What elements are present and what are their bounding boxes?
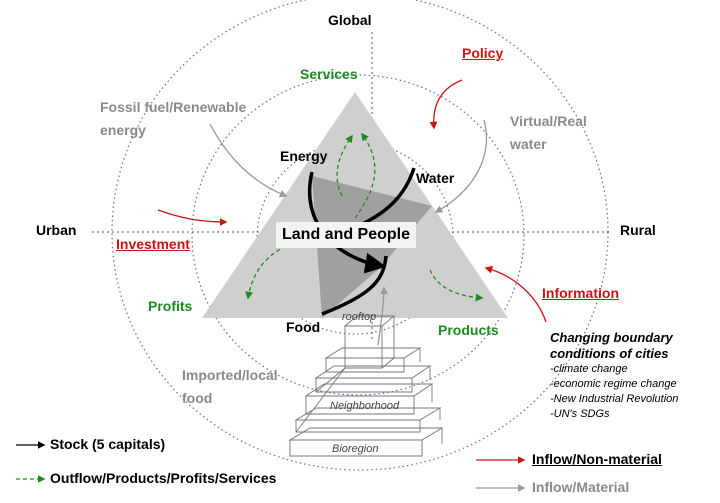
scale-stack bbox=[288, 315, 444, 457]
boundary-item: -UN's SDGs bbox=[550, 408, 610, 420]
center-label: Land and People bbox=[276, 222, 417, 248]
boundary-conditions-block: Changing boundary conditions of cities -… bbox=[550, 330, 678, 422]
boundary-title-line-1: Changing boundary bbox=[550, 330, 673, 345]
investment-inflow-arrow bbox=[157, 209, 228, 226]
fossil-line-2: energy bbox=[100, 122, 146, 138]
products-outflow-arrow bbox=[429, 269, 484, 302]
virtual-water-inflow-arrow bbox=[434, 119, 488, 213]
food-line-2: food bbox=[182, 390, 213, 406]
profits-outflow-arrow bbox=[245, 245, 287, 300]
legend-outflow-label: Outflow/Products/Profits/Services bbox=[50, 470, 277, 486]
water-line-1: Virtual/Real bbox=[510, 113, 587, 129]
boundary-item: -economic regime change bbox=[550, 378, 677, 390]
fossil-line-1: Fossil fuel/Renewable bbox=[100, 99, 247, 115]
boundary-item: -New Industrial Revolution bbox=[550, 393, 679, 405]
fossil-energy-inflow-arrow bbox=[209, 123, 288, 198]
products-label: Products bbox=[438, 322, 499, 338]
virtual-real-water-label: Virtual/Real water bbox=[510, 110, 587, 156]
urban-label: Urban bbox=[36, 222, 77, 238]
energy-node-label: Energy bbox=[280, 148, 328, 164]
legend-inflow-nonmaterial-label: Inflow/Non-material bbox=[532, 451, 662, 467]
global-label: Global bbox=[328, 12, 372, 28]
boundary-title-line-2: conditions of cities bbox=[550, 346, 669, 361]
food-node-label: Food bbox=[286, 319, 321, 335]
policy-label: Policy bbox=[462, 45, 504, 61]
food-to-center-arrow bbox=[321, 255, 388, 316]
information-inflow-arrow bbox=[484, 265, 547, 323]
information-label: Information bbox=[542, 285, 619, 301]
bioregion-label: Bioregion bbox=[332, 443, 379, 455]
legend-stock-label: Stock (5 capitals) bbox=[50, 436, 166, 452]
rooftop-label: rooftop bbox=[342, 311, 377, 323]
services-label: Services bbox=[300, 66, 358, 82]
legend-inflow-material-label: Inflow/Material bbox=[532, 479, 630, 495]
boundary-item: -climate change bbox=[550, 363, 628, 375]
water-line-2: water bbox=[510, 136, 547, 152]
profits-label: Profits bbox=[148, 298, 193, 314]
water-node-label: Water bbox=[416, 170, 455, 186]
rural-label: Rural bbox=[620, 222, 656, 238]
policy-inflow-arrow bbox=[429, 79, 463, 130]
neighborhood-label: Neighborhood bbox=[330, 400, 400, 412]
imported-food-inflow-arrow bbox=[377, 286, 388, 346]
energy-services-outflow-arrow bbox=[336, 134, 353, 197]
middle-ring bbox=[191, 74, 525, 396]
fossil-renewable-energy-label: Fossil fuel/Renewable energy bbox=[100, 96, 246, 142]
imported-local-food-label: Imported/local food bbox=[182, 364, 278, 410]
investment-label: Investment bbox=[116, 236, 190, 252]
food-line-1: Imported/local bbox=[182, 367, 278, 383]
